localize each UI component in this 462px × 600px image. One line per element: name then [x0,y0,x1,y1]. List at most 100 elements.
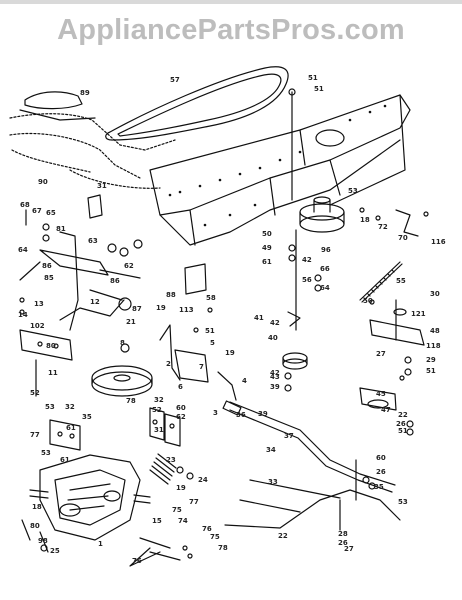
callout-118: 118 [426,342,441,350]
spring-23 [149,453,177,485]
callout-11: 11 [48,369,58,377]
callout-53: 53 [398,498,408,506]
callout-15: 15 [152,517,162,525]
callout-26: 26 [338,539,348,547]
callout-55: 55 [396,277,406,285]
callout-22: 22 [278,532,288,540]
washers [19,207,414,436]
callout-60: 60 [376,454,386,462]
callout-113: 113 [179,306,194,314]
callout-80: 80 [30,522,40,530]
callout-31: 31 [97,182,107,190]
spacer-3 [222,400,242,416]
callout-64: 64 [320,284,330,292]
callout-48: 48 [430,327,440,335]
transmission-pulley [91,365,153,397]
callout-51: 51 [205,327,215,335]
bracket-53-left [49,419,81,451]
callout-26: 26 [396,420,406,428]
top-border [0,0,462,4]
callout-12: 12 [90,298,100,306]
callout-50: 50 [363,297,373,305]
bracket-45 [359,387,397,411]
spring-55 [359,261,403,303]
callout-86: 86 [42,262,52,270]
callout-47: 47 [381,406,391,414]
callout-31: 31 [154,426,164,434]
callout-32: 32 [154,396,164,404]
callout-56: 56 [302,276,312,284]
callout-18: 18 [360,216,370,224]
callout-27: 27 [344,545,354,553]
callout-19: 19 [176,484,186,492]
callout-67: 67 [32,207,42,215]
callout-36: 36 [236,411,246,419]
callout-6: 6 [178,383,183,391]
chassis-frame [9,113,176,189]
callout-42: 42 [270,369,280,377]
callout-42: 42 [302,256,312,264]
callout-77: 77 [189,498,199,506]
callout-53: 53 [348,187,358,195]
callout-65: 65 [46,209,56,217]
callout-75: 75 [172,506,182,514]
callout-57: 57 [170,76,180,84]
callout-70: 70 [398,234,408,242]
callout-23: 23 [166,456,176,464]
callout-14: 14 [18,311,28,319]
callout-98: 98 [38,537,48,545]
callout-40: 40 [268,334,278,342]
callout-26: 26 [376,468,386,476]
bracket-5 [174,349,209,383]
callout-51: 51 [308,74,318,82]
callout-35: 35 [82,413,92,421]
callout-4: 4 [242,377,247,385]
callout-33: 33 [268,478,278,486]
callout-68: 68 [20,201,30,209]
callout-89: 89 [80,89,90,97]
plate-80 [19,329,73,361]
callout-90: 90 [38,178,48,186]
callout-53: 53 [45,403,55,411]
callout-3: 3 [213,409,218,417]
pulley-40 [282,352,308,364]
callout-39: 39 [258,410,268,418]
callout-86: 86 [110,277,120,285]
callout-41: 41 [254,314,264,322]
rod-113 [159,324,181,381]
callout-64: 64 [18,246,28,254]
callout-50: 50 [262,230,272,238]
idler-arm-48 [369,299,425,346]
callout-78: 78 [126,397,136,405]
frame-holes [168,104,387,227]
callout-18: 18 [32,503,42,511]
callout-77: 77 [30,431,40,439]
callout-25: 25 [50,547,60,555]
callout-29: 29 [426,356,436,364]
callout-88: 88 [166,291,176,299]
callout-51: 51 [426,367,436,375]
callout-19: 19 [156,304,166,312]
callout-85: 85 [44,274,54,282]
drive-belt [105,66,289,141]
knob-21 [118,297,132,311]
callout-52: 52 [30,389,40,397]
callout-32: 32 [65,403,75,411]
callout-51: 51 [314,85,324,93]
callout-75: 75 [210,533,220,541]
bracket-32 [149,407,165,441]
main-frame [149,94,411,246]
bracket-70 [395,209,419,237]
idler-pulley-upper [299,196,345,233]
bracket-31 [87,194,103,219]
callout-42: 42 [270,319,280,327]
callout-58: 58 [206,294,216,302]
callout-34: 34 [266,446,276,454]
callout-7: 7 [199,363,204,371]
callout-102: 102 [30,322,45,330]
watermark-text: AppliancePartsPros.com [57,14,405,46]
callout-116: 116 [431,238,446,246]
callout-66: 66 [320,265,330,273]
callout-76: 76 [202,525,212,533]
